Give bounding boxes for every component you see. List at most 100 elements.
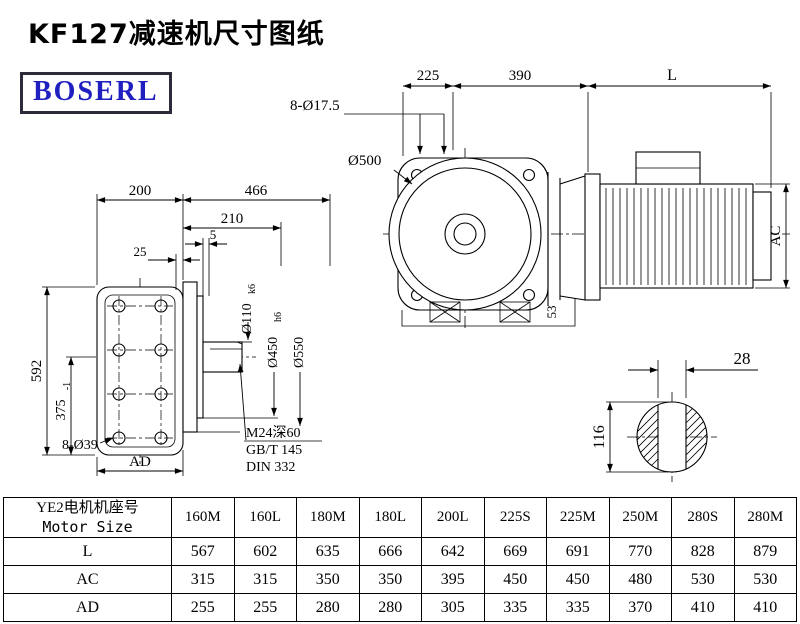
row-label: AD	[3, 593, 172, 622]
hub-circle	[444, 213, 486, 255]
col-header: 225M	[546, 497, 610, 538]
mount-hole	[112, 387, 126, 401]
flange-hole	[522, 288, 536, 302]
note-std2-label: DIN 332	[246, 460, 295, 475]
dim-200-label: 200	[129, 183, 152, 199]
row-label: L	[3, 537, 172, 566]
boserl-logo: BOSERL	[20, 72, 172, 114]
cell: 691	[546, 537, 610, 566]
note-tap-label: M24深60	[246, 425, 300, 441]
side-view: 200 466 210 5 25 592 375 -1 8-Ø39 AD	[29, 183, 331, 476]
dim-53-label: 53	[544, 306, 559, 319]
note-std1-label: GB/T 145	[246, 443, 302, 458]
dim-shaft-tol: k6	[247, 284, 258, 294]
cell: 602	[233, 537, 297, 566]
technical-drawing: 225 390 L 8-Ø17.5 Ø500 53 AC	[29, 67, 790, 482]
motor-end-bell	[752, 191, 772, 281]
col-header: 180M	[296, 497, 360, 538]
cell: 255	[171, 593, 235, 622]
output-shaft	[202, 341, 243, 373]
cell: 335	[546, 593, 610, 622]
housing-outline	[96, 286, 184, 456]
flange-hole	[522, 168, 536, 182]
mount-hole	[154, 387, 168, 401]
cell: 642	[421, 537, 485, 566]
mount-hole	[112, 299, 126, 313]
dim-375-tol: -1	[62, 382, 73, 390]
mount-hole	[112, 343, 126, 357]
dim-375-label: 375	[54, 400, 69, 421]
table-row-L: L 567 602 635 666 642 669 691 770 828 87…	[3, 537, 797, 566]
col-header: 180L	[358, 497, 422, 538]
motor-flange	[584, 173, 601, 301]
cell: 567	[171, 537, 235, 566]
cell: 480	[608, 565, 672, 594]
table-header-row: YE2电机机座号 Motor Size 160M 160L 180M 180L …	[3, 497, 797, 538]
dim-210-label: 210	[221, 211, 244, 227]
dimension-table: YE2电机机座号 Motor Size 160M 160L 180M 180L …	[3, 497, 797, 622]
flange-circle-outer	[388, 157, 542, 311]
cell: 828	[671, 537, 735, 566]
cell: 450	[546, 565, 610, 594]
dim-225-label: 225	[417, 68, 440, 84]
col-header: 250M	[608, 497, 672, 538]
cell: 410	[733, 593, 797, 622]
shaft-section-view: 28 116	[591, 349, 758, 482]
dim-L-label: L	[667, 67, 677, 84]
cell: 410	[671, 593, 735, 622]
row-label: AC	[3, 565, 172, 594]
cell: 335	[483, 593, 547, 622]
shaft-section-circle	[636, 401, 708, 473]
dim-AD-label: AD	[129, 454, 151, 470]
dim-5-label: 5	[210, 227, 217, 242]
col-header: 280S	[671, 497, 735, 538]
motor-size-header-en: Motor Size	[42, 517, 133, 536]
dim-AC-label: AC	[768, 226, 784, 247]
cell: 770	[608, 537, 672, 566]
cell: 350	[296, 565, 360, 594]
motor-fins	[605, 188, 747, 285]
flange-circle-inner	[398, 167, 532, 301]
cell: 305	[421, 593, 485, 622]
flange-step	[196, 295, 204, 419]
cell: 315	[233, 565, 297, 594]
front-view: 225 390 L 8-Ø17.5 Ø500 53 AC	[290, 67, 790, 330]
dim-flange-holes-label: 8-Ø17.5	[290, 98, 340, 114]
dim-flange-tol: h6	[273, 312, 284, 322]
cell: 280	[358, 593, 422, 622]
col-header: 200L	[421, 497, 485, 538]
dim-mount-holes-label: 8-Ø39	[62, 438, 98, 453]
motor-size-header-cn: YE2电机机座号	[36, 499, 139, 516]
output-flange	[182, 281, 198, 433]
motor-size-header: YE2电机机座号 Motor Size	[3, 497, 172, 538]
col-header: 280M	[733, 497, 797, 538]
dim-circle-label: Ø500	[348, 153, 381, 169]
col-header: 160L	[233, 497, 297, 538]
bore-circle	[453, 222, 477, 246]
dim-shaft-label: Ø110	[240, 303, 255, 334]
dim-116-label: 116	[591, 425, 608, 448]
cell: 370	[608, 593, 672, 622]
logo-text: BOSERL	[33, 76, 159, 107]
mount-hole	[154, 299, 168, 313]
cell: 315	[171, 565, 235, 594]
table-row-AD: AD 255 255 280 280 305 335 335 370 410 4…	[3, 593, 797, 622]
cell: 635	[296, 537, 360, 566]
mount-hole	[154, 343, 168, 357]
mount-hole	[154, 431, 168, 445]
dim-outer-label: Ø550	[292, 337, 307, 368]
cell: 350	[358, 565, 422, 594]
dim-flange-label: Ø450	[266, 337, 281, 368]
motor-body	[599, 183, 754, 289]
table-row-AC: AC 315 315 350 350 395 450 450 480 530 5…	[3, 565, 797, 594]
cell: 530	[671, 565, 735, 594]
page-title: KF127减速机尺寸图纸	[28, 19, 325, 50]
cell: 395	[421, 565, 485, 594]
dim-25-label: 25	[134, 244, 147, 259]
keyway-slot	[658, 402, 686, 472]
cell: 879	[733, 537, 797, 566]
cell: 255	[233, 593, 297, 622]
dim-466-label: 466	[245, 183, 268, 199]
cell: 666	[358, 537, 422, 566]
dim-592-label: 592	[29, 360, 45, 383]
